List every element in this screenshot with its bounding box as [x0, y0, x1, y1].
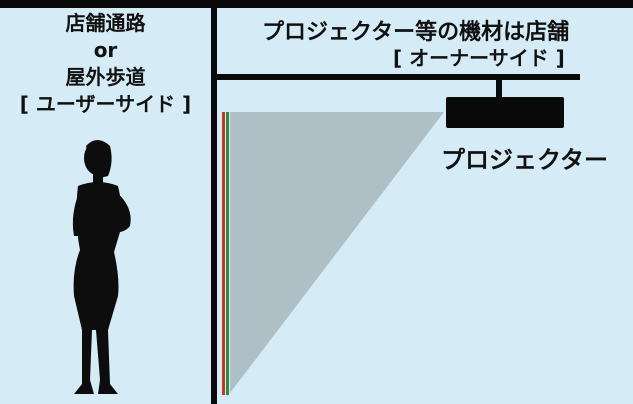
projector-label: プロジェクター — [441, 146, 609, 174]
screen-film-red — [222, 112, 225, 395]
projector-body — [446, 97, 564, 128]
projector-mount — [496, 80, 502, 100]
user-side-line-3: 屋外歩道 — [65, 65, 146, 89]
ceiling-rail — [217, 74, 580, 80]
user-side-labels: 店舗通路 or 屋外歩道 [ ユーザーサイド ] — [0, 10, 211, 118]
person-silhouette — [72, 140, 131, 394]
user-side-line-2: or — [93, 38, 118, 62]
storefront-wall — [211, 0, 217, 404]
user-side-line-1: 店舗通路 — [65, 11, 146, 35]
user-side-line-4: [ ユーザーサイド ] — [19, 92, 192, 116]
owner-side-title: プロジェクター等の機材は店舗 — [262, 20, 570, 45]
screen-film-green — [226, 112, 229, 395]
top-frame-bar — [0, 0, 633, 8]
owner-side-subtitle: [ オーナーサイド ] — [393, 46, 565, 70]
projection-beam — [230, 112, 444, 393]
